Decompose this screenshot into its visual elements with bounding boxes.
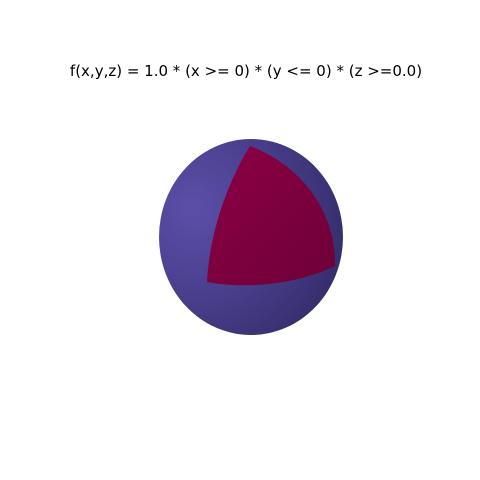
plot-title: f(x,y,z) = 1.0 * (x >= 0) * (y <= 0) * (… <box>69 62 423 80</box>
highlighted-octant-region <box>207 146 336 286</box>
